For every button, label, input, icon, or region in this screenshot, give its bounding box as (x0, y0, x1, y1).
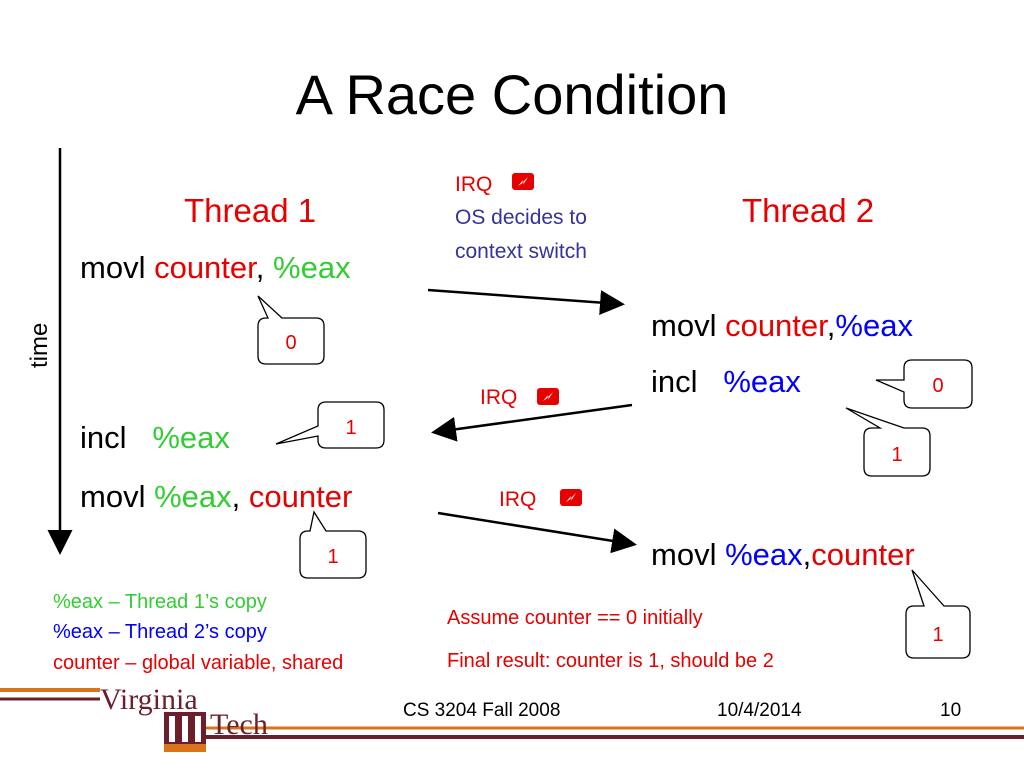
opcode: movl (80, 250, 146, 285)
callout-value: 0 (285, 332, 296, 354)
callout-t2-incl: 1 (845, 407, 931, 477)
comma: , (826, 308, 836, 343)
callout-t1-store: 1 (299, 510, 367, 579)
irq-context-line2: context switch (455, 240, 587, 263)
note-assume: Assume counter == 0 initially (447, 607, 703, 629)
footer-page-number: 10 (940, 700, 962, 721)
operand-eax: %eax (725, 537, 803, 572)
callout-value: 1 (891, 444, 902, 466)
thread2-load-instruction: movl counter,%eax (651, 308, 913, 344)
opcode: movl (651, 308, 717, 343)
irq-context-line1: OS decides to (455, 206, 587, 229)
thread1-store-instruction: movl %eax, counter (80, 479, 352, 515)
operand-eax: %eax (723, 364, 801, 399)
callout-t2-load: 0 (875, 359, 973, 409)
opcode: movl (651, 537, 717, 572)
operand-eax: %eax (154, 479, 232, 514)
irq-label-middle: IRQ (480, 386, 518, 409)
operand-counter: counter (248, 479, 353, 514)
lightning-icon (537, 388, 559, 405)
operand-counter: counter (725, 308, 827, 343)
callout-value: 1 (327, 546, 338, 568)
comma: , (231, 479, 241, 514)
thread1-load-instruction: movl counter, %eax (80, 250, 351, 286)
callout-value: 1 (932, 624, 943, 646)
note-result: Final result: counter is 1, should be 2 (447, 650, 774, 672)
opcode: incl (80, 420, 127, 455)
lightning-icon (512, 173, 534, 190)
switch-arrow-t2-to-t1 (431, 403, 633, 442)
opcode: movl (80, 479, 146, 514)
comma: , (802, 537, 812, 572)
legend-thread2-eax: %eax – Thread 2’s copy (53, 621, 267, 643)
callout-value: 1 (345, 417, 356, 439)
switch-arrow-t1-to-t2 (427, 288, 625, 316)
footer-date: 10/4/2014 (717, 700, 802, 721)
operand-eax: %eax (152, 420, 230, 455)
vt-logo-word-virginia: Virginia (100, 683, 198, 716)
irq-label-top: IRQ (455, 173, 493, 196)
irq-label-bottom: IRQ (499, 488, 537, 511)
opcode: incl (651, 364, 698, 399)
callout-t2-store: 1 (905, 569, 971, 659)
callout-t1-incl: 1 (275, 401, 385, 449)
operand-eax: %eax (835, 308, 913, 343)
thread1-header: Thread 1 (184, 192, 317, 229)
vt-logo-shield (164, 712, 206, 752)
footer-bars (0, 688, 1024, 739)
thread1-incl-instruction: incl %eax (80, 420, 230, 456)
legend-thread1-eax: %eax – Thread 1’s copy (53, 591, 267, 613)
callout-t1-load: 0 (257, 295, 325, 365)
comma: , (255, 250, 265, 285)
time-axis-label: time (26, 322, 53, 368)
lightning-icon (560, 489, 582, 506)
operand-counter: counter (154, 250, 256, 285)
slide-title: A Race Condition (295, 63, 729, 126)
operand-counter: counter (811, 537, 915, 572)
vt-logo-word-tech: Tech (210, 708, 268, 741)
thread2-store-instruction: movl %eax,counter (651, 537, 915, 573)
switch-arrow-t1-to-t2-final (437, 511, 637, 554)
footer-course: CS 3204 Fall 2008 (403, 700, 561, 721)
legend-counter: counter – global variable, shared (53, 652, 344, 674)
thread2-incl-instruction: incl %eax (651, 364, 801, 400)
operand-eax: %eax (273, 250, 351, 285)
thread2-header: Thread 2 (742, 192, 875, 229)
callout-value: 0 (932, 375, 943, 397)
